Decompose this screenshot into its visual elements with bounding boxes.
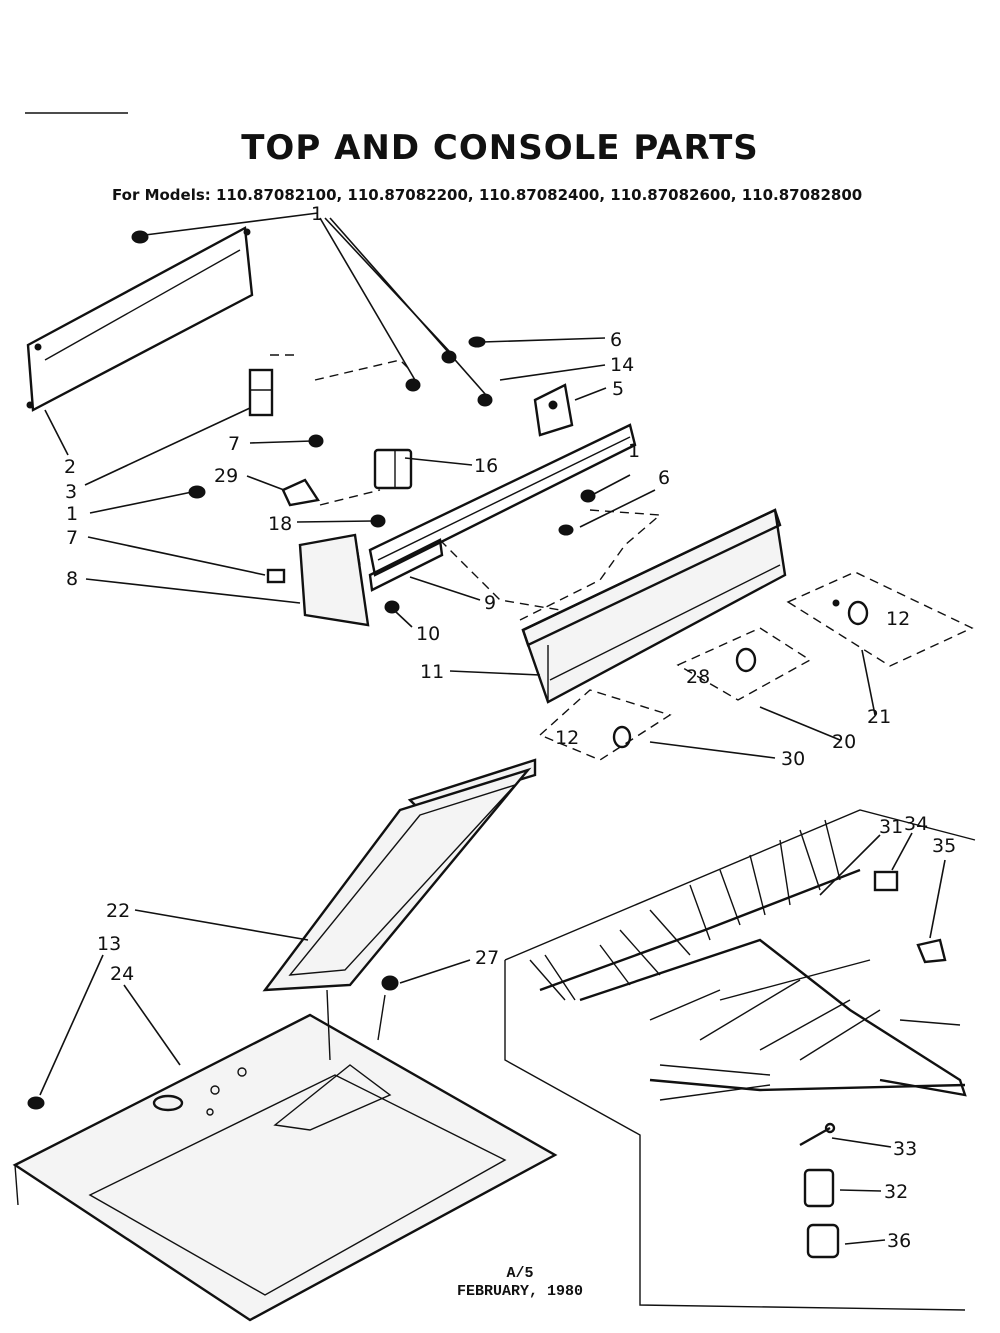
part-screw-group-top: [131, 230, 493, 407]
callout-13: 13: [97, 933, 121, 955]
part-bracket-29: [281, 478, 320, 507]
callout-29: 29: [214, 465, 238, 487]
part-bracket-5: [533, 383, 574, 437]
callout-14: 14: [610, 354, 634, 376]
callout-18: 18: [268, 513, 292, 535]
part-knob-box-20: [676, 627, 812, 701]
callout-21: 21: [867, 706, 891, 728]
callout-7: 7: [66, 527, 78, 549]
part-screw-group-mid: [188, 434, 596, 614]
callout-32: 32: [884, 1181, 908, 1203]
callout-1: 1: [628, 440, 640, 462]
part-block-36: [806, 1223, 840, 1259]
callout-11: 11: [420, 661, 444, 683]
callout-20: 20: [832, 731, 856, 753]
callout-2: 2: [64, 456, 76, 478]
part-block-32: [803, 1168, 835, 1208]
part-console-housing: [521, 508, 787, 704]
part-knob-box-21: [786, 571, 974, 667]
part-console-strip: [368, 423, 637, 592]
callout-7: 7: [228, 433, 240, 455]
callout-3: 3: [65, 481, 77, 503]
callout-6: 6: [610, 329, 622, 351]
part-top-panel: [26, 226, 254, 412]
part-clip-35: [916, 938, 947, 964]
callout-36: 36: [887, 1230, 911, 1252]
callout-1: 1: [311, 203, 323, 225]
callout-8: 8: [66, 568, 78, 590]
leader-lines: [39, 212, 946, 1245]
callout-33: 33: [893, 1138, 917, 1160]
callout-22: 22: [106, 900, 130, 922]
part-clip-7: [266, 568, 286, 584]
part-screw-27: [381, 975, 399, 991]
callout-12: 12: [886, 608, 910, 630]
callout-30: 30: [781, 748, 805, 770]
callout-6: 6: [658, 467, 670, 489]
model-list: For Models: 110.87082100, 110.87082200, …: [112, 186, 863, 204]
callout-28: 28: [686, 666, 710, 688]
callout-27: 27: [475, 947, 499, 969]
part-pin-13: [27, 1096, 45, 1110]
callout-10: 10: [416, 623, 440, 645]
callout-5: 5: [612, 378, 624, 400]
part-connector-34: [873, 870, 899, 892]
wiring-harness: [504, 809, 976, 1311]
callout-16: 16: [474, 455, 498, 477]
part-timer-clip: [248, 354, 298, 417]
callout-35: 35: [932, 835, 956, 857]
callout-9: 9: [484, 592, 496, 614]
part-endcap-8: [298, 533, 370, 627]
part-lid-22: [262, 758, 537, 992]
callout-12: 12: [555, 727, 579, 749]
callout-34: 34: [904, 813, 928, 835]
part-top-24: [12, 1013, 558, 1322]
footer-date: FEBRUARY, 1980: [456, 1283, 584, 1300]
callout-1: 1: [66, 503, 78, 525]
part-knob-box-30: [538, 689, 672, 761]
part-switch-16: [373, 448, 413, 490]
part-terminal-33: [799, 1122, 836, 1147]
callouts: 1 6 14 5 2 3 7 16 29 1 6 1 18 7 8 9 10 1…: [64, 203, 956, 1252]
footer-code: A/5: [506, 1265, 534, 1282]
callout-31: 31: [879, 816, 903, 838]
page-title: TOP AND CONSOLE PARTS: [241, 128, 759, 168]
callout-24: 24: [110, 963, 134, 985]
